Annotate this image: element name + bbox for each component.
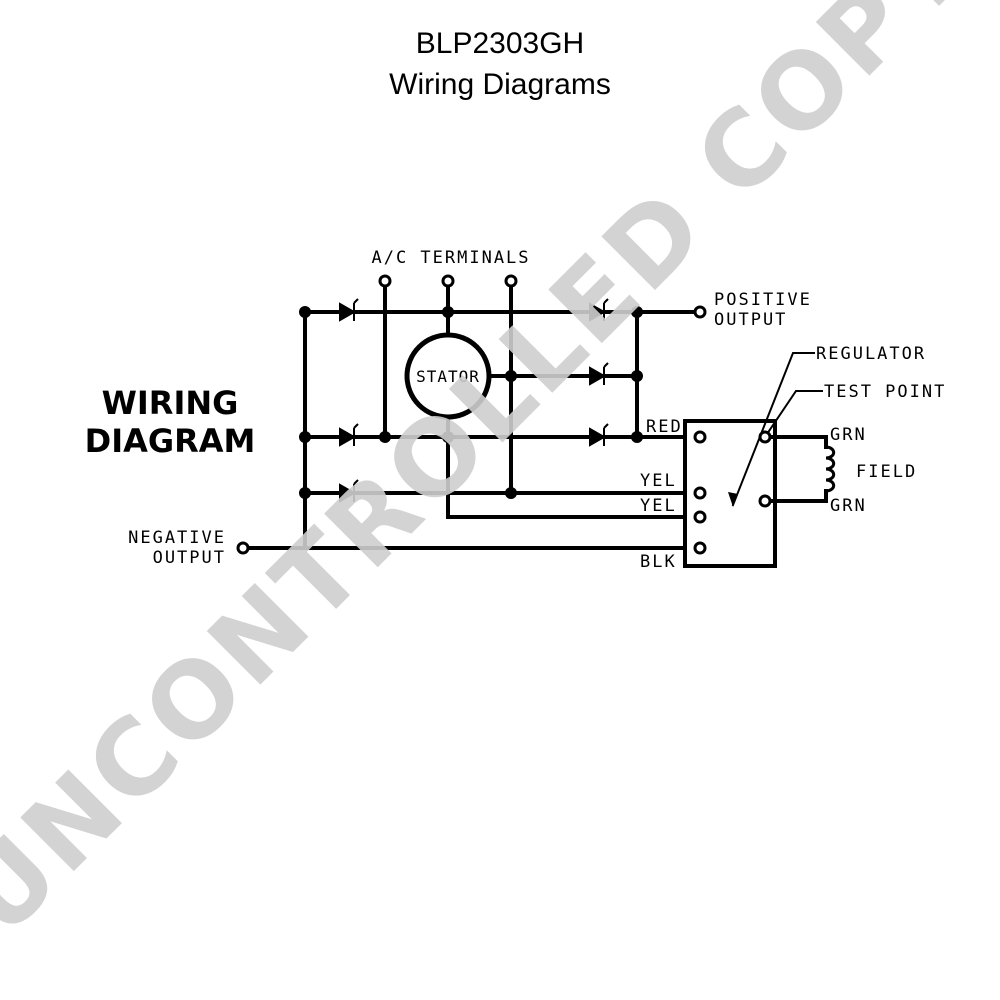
diagram-heading-line-2: DIAGRAM — [85, 422, 256, 460]
stator-circle — [404, 332, 492, 420]
test-point-leader — [765, 390, 823, 436]
ac-terminal-3 — [504, 274, 518, 288]
stator-label: STATOR — [416, 367, 480, 386]
junction-dot — [299, 431, 311, 443]
test-point-label: TEST POINT — [824, 382, 946, 402]
diodes — [339, 298, 609, 503]
field-terminal — [758, 494, 772, 508]
positive-output-label-1: POSITIVE — [714, 290, 812, 310]
wire-label-yel-1: YEL — [640, 471, 677, 491]
diode-icon — [589, 298, 609, 322]
regulator-box — [683, 419, 777, 568]
model-number: BLP2303GH — [415, 27, 585, 60]
junction-dot — [505, 370, 517, 382]
junction-dot — [442, 306, 454, 318]
junction-dot — [631, 306, 643, 318]
diode-icon — [589, 423, 609, 447]
diagram-heading-line-1: WIRING — [102, 384, 239, 422]
field-lead-top — [763, 435, 828, 449]
field-coil — [825, 445, 836, 493]
regulator-leader — [731, 352, 815, 507]
ac-terminal-2 — [441, 274, 455, 288]
junctions — [299, 306, 643, 499]
junction-dot — [379, 431, 391, 443]
ac-terminal-1 — [378, 274, 392, 288]
wire-label-grn-top: GRN — [830, 425, 867, 445]
field-lead-bottom — [763, 489, 828, 503]
regulator-terminal-red — [693, 430, 707, 444]
negative-output-label-2: OUTPUT — [153, 548, 226, 568]
page-title: Wiring Diagrams — [389, 68, 611, 101]
regulator-terminal-yel-2 — [693, 510, 707, 524]
positive-output-label-2: OUTPUT — [714, 310, 787, 330]
regulator-terminal-yel-1 — [693, 486, 707, 500]
regulator-arrow-icon — [728, 492, 738, 507]
junction-dot — [631, 431, 643, 443]
junction-dot — [299, 487, 311, 499]
terminals — [236, 274, 772, 555]
junction-dot — [505, 487, 517, 499]
diode-icon — [339, 479, 359, 503]
field-label: FIELD — [856, 462, 917, 482]
diode-icon — [339, 298, 359, 322]
wire-label-grn-bottom: GRN — [830, 496, 867, 516]
wire-label-blk: BLK — [640, 552, 677, 572]
positive-output-terminal — [693, 305, 707, 319]
junction-dot — [631, 370, 643, 382]
junction-dot — [442, 431, 454, 443]
ac-terminals-label: A/C TERMINALS — [371, 248, 530, 268]
junction-dot — [299, 306, 311, 318]
negative-output-label-1: NEGATIVE — [128, 528, 226, 548]
diode-icon — [589, 362, 609, 386]
regulator-terminal-blk — [693, 541, 707, 555]
wire-label-red: RED — [646, 417, 683, 437]
yel-wire-2 — [446, 435, 687, 519]
diode-icon — [339, 423, 359, 447]
wire-label-yel-2: YEL — [640, 496, 677, 516]
regulator-label: REGULATOR — [816, 344, 926, 364]
test-point-terminal — [758, 430, 772, 444]
watermark-text: UNCONTROLLED COPY — [0, 0, 993, 958]
negative-output-terminal — [236, 541, 250, 555]
